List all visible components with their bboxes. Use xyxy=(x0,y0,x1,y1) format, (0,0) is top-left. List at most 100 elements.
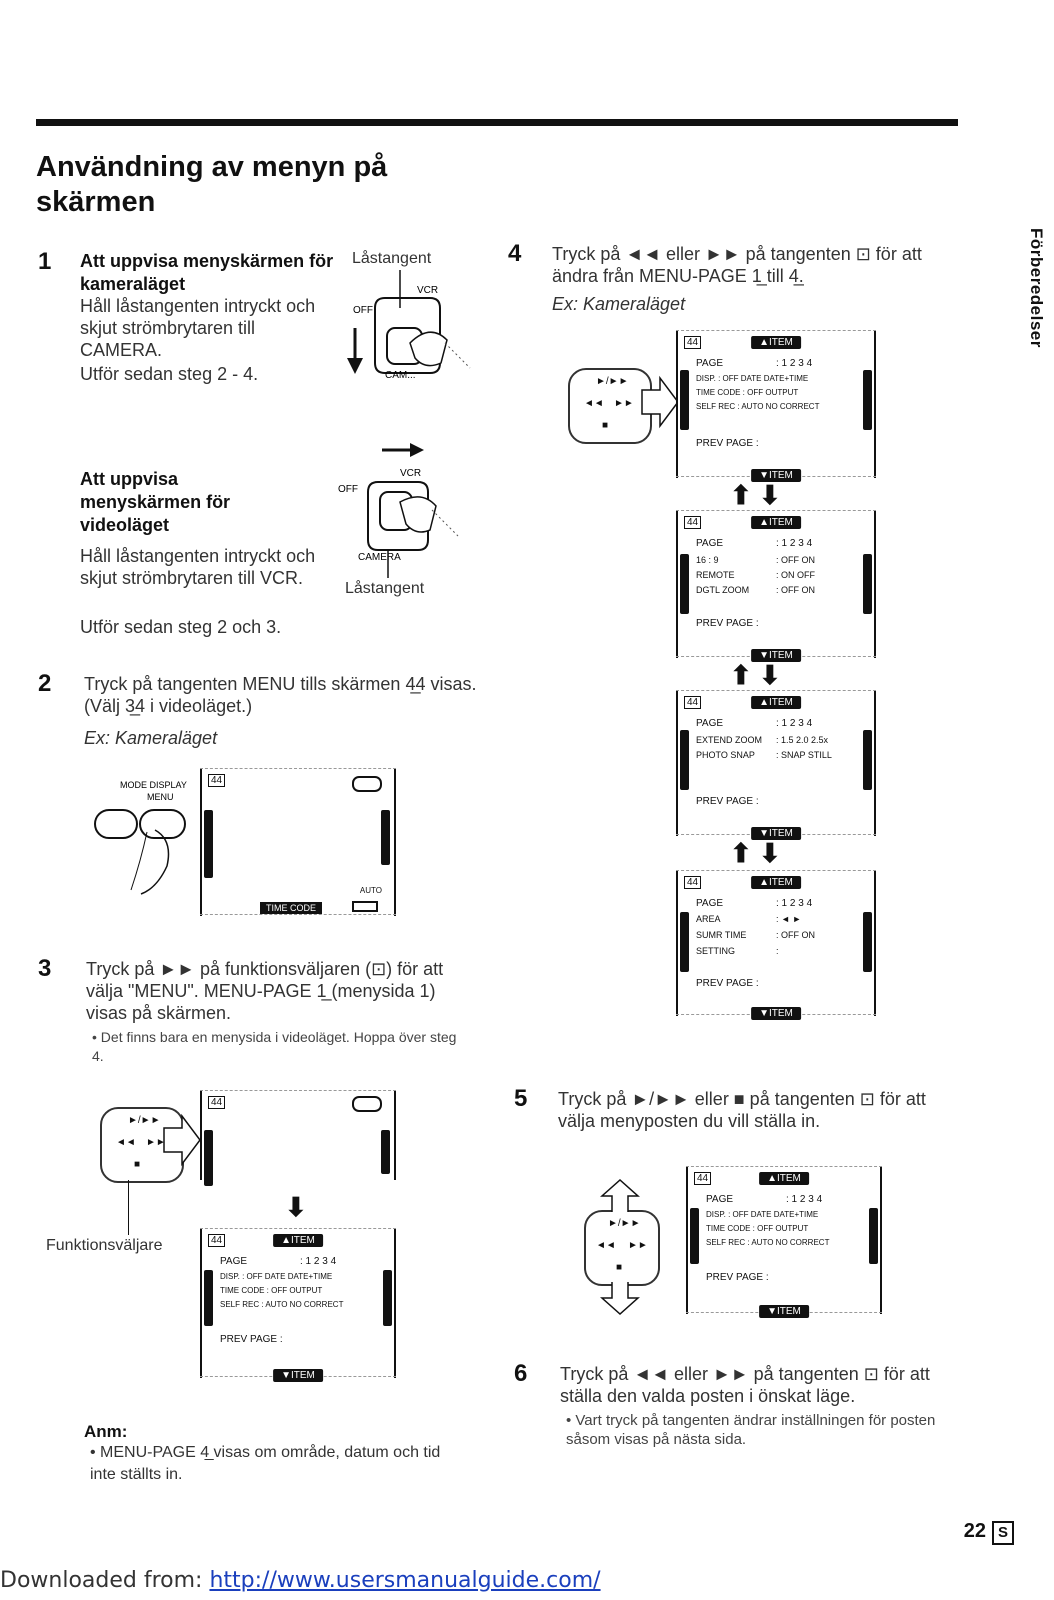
fast-forward-icon: ►► xyxy=(628,1240,648,1251)
svg-text:CAM...: CAM... xyxy=(385,370,416,381)
step6-text: Tryck på ◄◄ eller ►► på tangenten ⊡ för … xyxy=(560,1364,930,1406)
step2-example: Ex: Kameraläget xyxy=(84,728,218,748)
item-down-bar: ▼ITEM xyxy=(751,827,801,840)
footer-prefix: Downloaded from: xyxy=(0,1568,210,1593)
menu-screen-page3: 44 ▲ITEM PAGE: 1 2 3 4 EXTEND ZOOM: 1.5 … xyxy=(676,690,876,840)
step3-text: Tryck på ►► på funktionsväljaren (⊡) för… xyxy=(86,959,444,1023)
menu-label: MENU xyxy=(147,792,174,802)
svg-text:VCR: VCR xyxy=(417,285,438,296)
play-icon: ►/►► xyxy=(596,376,629,387)
stop-icon: ■ xyxy=(616,1262,623,1273)
menu-row: SELF REC : AUTO NO CORRECT xyxy=(706,1238,830,1247)
item-down-bar: ▼ITEM xyxy=(751,469,801,482)
item-down-bar: ▼ITEM xyxy=(751,649,801,662)
set-right-strip xyxy=(869,1208,878,1264)
picture-strip xyxy=(204,1130,213,1186)
item-up-bar: ▲ITEM xyxy=(751,336,801,349)
menu-row: PHOTO SNAP: SNAP STILL xyxy=(696,750,832,760)
play-icon: ►/►► xyxy=(128,1115,161,1126)
arrow-down-icon xyxy=(600,1282,640,1316)
set-left-strip xyxy=(204,1270,213,1326)
set-left-strip xyxy=(690,1208,699,1264)
step1-heading-camera: Att uppvisa menyskärmen för kameraläget xyxy=(80,251,334,294)
footer-link[interactable]: http://www.usersmanualguide.com/ xyxy=(209,1568,601,1593)
menu-row: TIME CODE : OFF OUTPUT xyxy=(696,388,799,397)
menu-row: DISP. : OFF DATE DATE+TIME xyxy=(220,1272,333,1281)
menu-page-row: PAGE: 1 2 3 4 xyxy=(706,1194,823,1205)
step-number: 1 xyxy=(38,248,52,275)
page-change-arrows: ⬆ ⬇ xyxy=(730,660,781,690)
function-selector-pad-step5[interactable]: ►/►► ◄◄ ►► ■ xyxy=(584,1210,660,1286)
page-title: Användning av menyn på skärmen xyxy=(36,151,388,218)
menu-row: DISP. : OFF DATE DATE+TIME xyxy=(696,374,809,383)
step-number: 2 xyxy=(38,670,52,697)
menu-row: SETTING: xyxy=(696,946,779,956)
step-number: 3 xyxy=(38,955,52,982)
arrow-right-icon xyxy=(163,1113,201,1167)
screen-tag: 44 xyxy=(208,774,226,787)
menu-tag: 44 xyxy=(694,1172,712,1185)
menu-row: TIME CODE : OFF OUTPUT xyxy=(220,1286,323,1295)
step5-text: Tryck på ►/►► eller ■ på tangenten ⊡ för… xyxy=(558,1089,926,1131)
menu-screen-page1-step5: 44 ▲ITEM PAGE: 1 2 3 4 DISP. : OFF DATE … xyxy=(686,1166,882,1318)
screen-tag: 44 xyxy=(208,1096,226,1109)
lock-label-bottom: Låstangent xyxy=(345,580,425,597)
footer-download: Downloaded from: http://www.usersmanualg… xyxy=(0,1568,601,1593)
menu-row: DGTL ZOOM: OFF ON xyxy=(696,585,815,595)
menu-tag: 44 xyxy=(208,1234,226,1247)
menu-row: AREA: ◄ ► xyxy=(696,914,802,924)
menu-page-row: PAGE: 1 2 3 4 xyxy=(696,538,813,549)
svg-text:OFF: OFF xyxy=(338,484,358,495)
step1-body-camera-2: Utför sedan steg 2 - 4. xyxy=(80,364,259,384)
language-box: S xyxy=(992,1521,1014,1545)
note-heading: Anm: xyxy=(84,1422,128,1441)
step-number: 4 xyxy=(508,240,522,267)
set-right-strip xyxy=(863,554,872,614)
rewind-icon: ◄◄ xyxy=(596,1240,616,1251)
step1-body-video-2: Utför sedan steg 2 och 3. xyxy=(80,617,282,637)
menu-screen-page4: 44 ▲ITEM PAGE: 1 2 3 4 AREA: ◄ ► SUMR TI… xyxy=(676,870,876,1020)
prev-page-row: PREV PAGE : xyxy=(220,1334,283,1345)
item-up-bar: ▲ITEM xyxy=(751,696,801,709)
set-left-strip xyxy=(680,370,689,430)
side-tab: Förberedelser xyxy=(1027,228,1046,348)
down-arrow-icon: ⬇ xyxy=(285,1192,307,1222)
svg-text:OFF: OFF xyxy=(353,305,373,316)
step4-text: Tryck på ◄◄ eller ►► på tangenten ⊡ för … xyxy=(552,244,922,286)
prev-page-row: PREV PAGE : xyxy=(696,618,759,629)
prev-page-row: PREV PAGE : xyxy=(706,1272,769,1283)
tape-icon xyxy=(352,1096,382,1112)
menu-row: DISP. : OFF DATE DATE+TIME xyxy=(706,1210,819,1219)
selector-leader-line xyxy=(128,1180,129,1235)
step-number: 6 xyxy=(514,1360,528,1387)
menu-row: EXTEND ZOOM: 1.5 2.0 2.5x xyxy=(696,735,829,745)
fast-forward-icon: ►► xyxy=(614,398,634,409)
item-up-bar: ▲ITEM xyxy=(751,516,801,529)
menu-page-row: PAGE: 1 2 3 4 xyxy=(696,358,813,369)
menu-strip xyxy=(381,1130,390,1174)
item-down-bar: ▼ITEM xyxy=(759,1305,809,1318)
step1-heading-video: Att uppvisa menyskärmen för videoläget xyxy=(80,469,231,535)
step3-note: • Det finns bara en menysida i videoläge… xyxy=(92,1029,457,1064)
arrow-up-icon xyxy=(600,1178,640,1212)
set-right-strip xyxy=(863,912,872,972)
rewind-icon: ◄◄ xyxy=(584,398,604,409)
set-right-strip xyxy=(383,1270,392,1326)
menu-row: SUMR TIME: OFF ON xyxy=(696,930,815,940)
svg-text:CAMERA: CAMERA xyxy=(358,552,401,563)
battery-icon xyxy=(352,901,378,912)
step-number: 5 xyxy=(514,1085,528,1112)
screen-camera-menu-button: 44 AUTO TIME CODE xyxy=(200,768,396,916)
menu-row: REMOTE: ON OFF xyxy=(696,570,815,580)
step4-example: Ex: Kameraläget xyxy=(552,294,686,314)
menu-page-row: PAGE: 1 2 3 4 xyxy=(696,898,813,909)
set-left-strip xyxy=(680,912,689,972)
item-up-bar: ▲ITEM xyxy=(273,1234,323,1247)
item-up-bar: ▲ITEM xyxy=(759,1172,809,1185)
prev-page-row: PREV PAGE : xyxy=(696,978,759,989)
svg-text:VCR: VCR xyxy=(400,468,421,479)
item-down-bar: ▼ITEM xyxy=(273,1369,323,1382)
function-selector-pad-step4[interactable]: ►/►► ◄◄ ►► ■ xyxy=(568,368,652,444)
lock-label-top: Låstangent xyxy=(352,250,432,267)
step6-note: • Vart tryck på tangenten ändrar inställ… xyxy=(566,1412,936,1448)
